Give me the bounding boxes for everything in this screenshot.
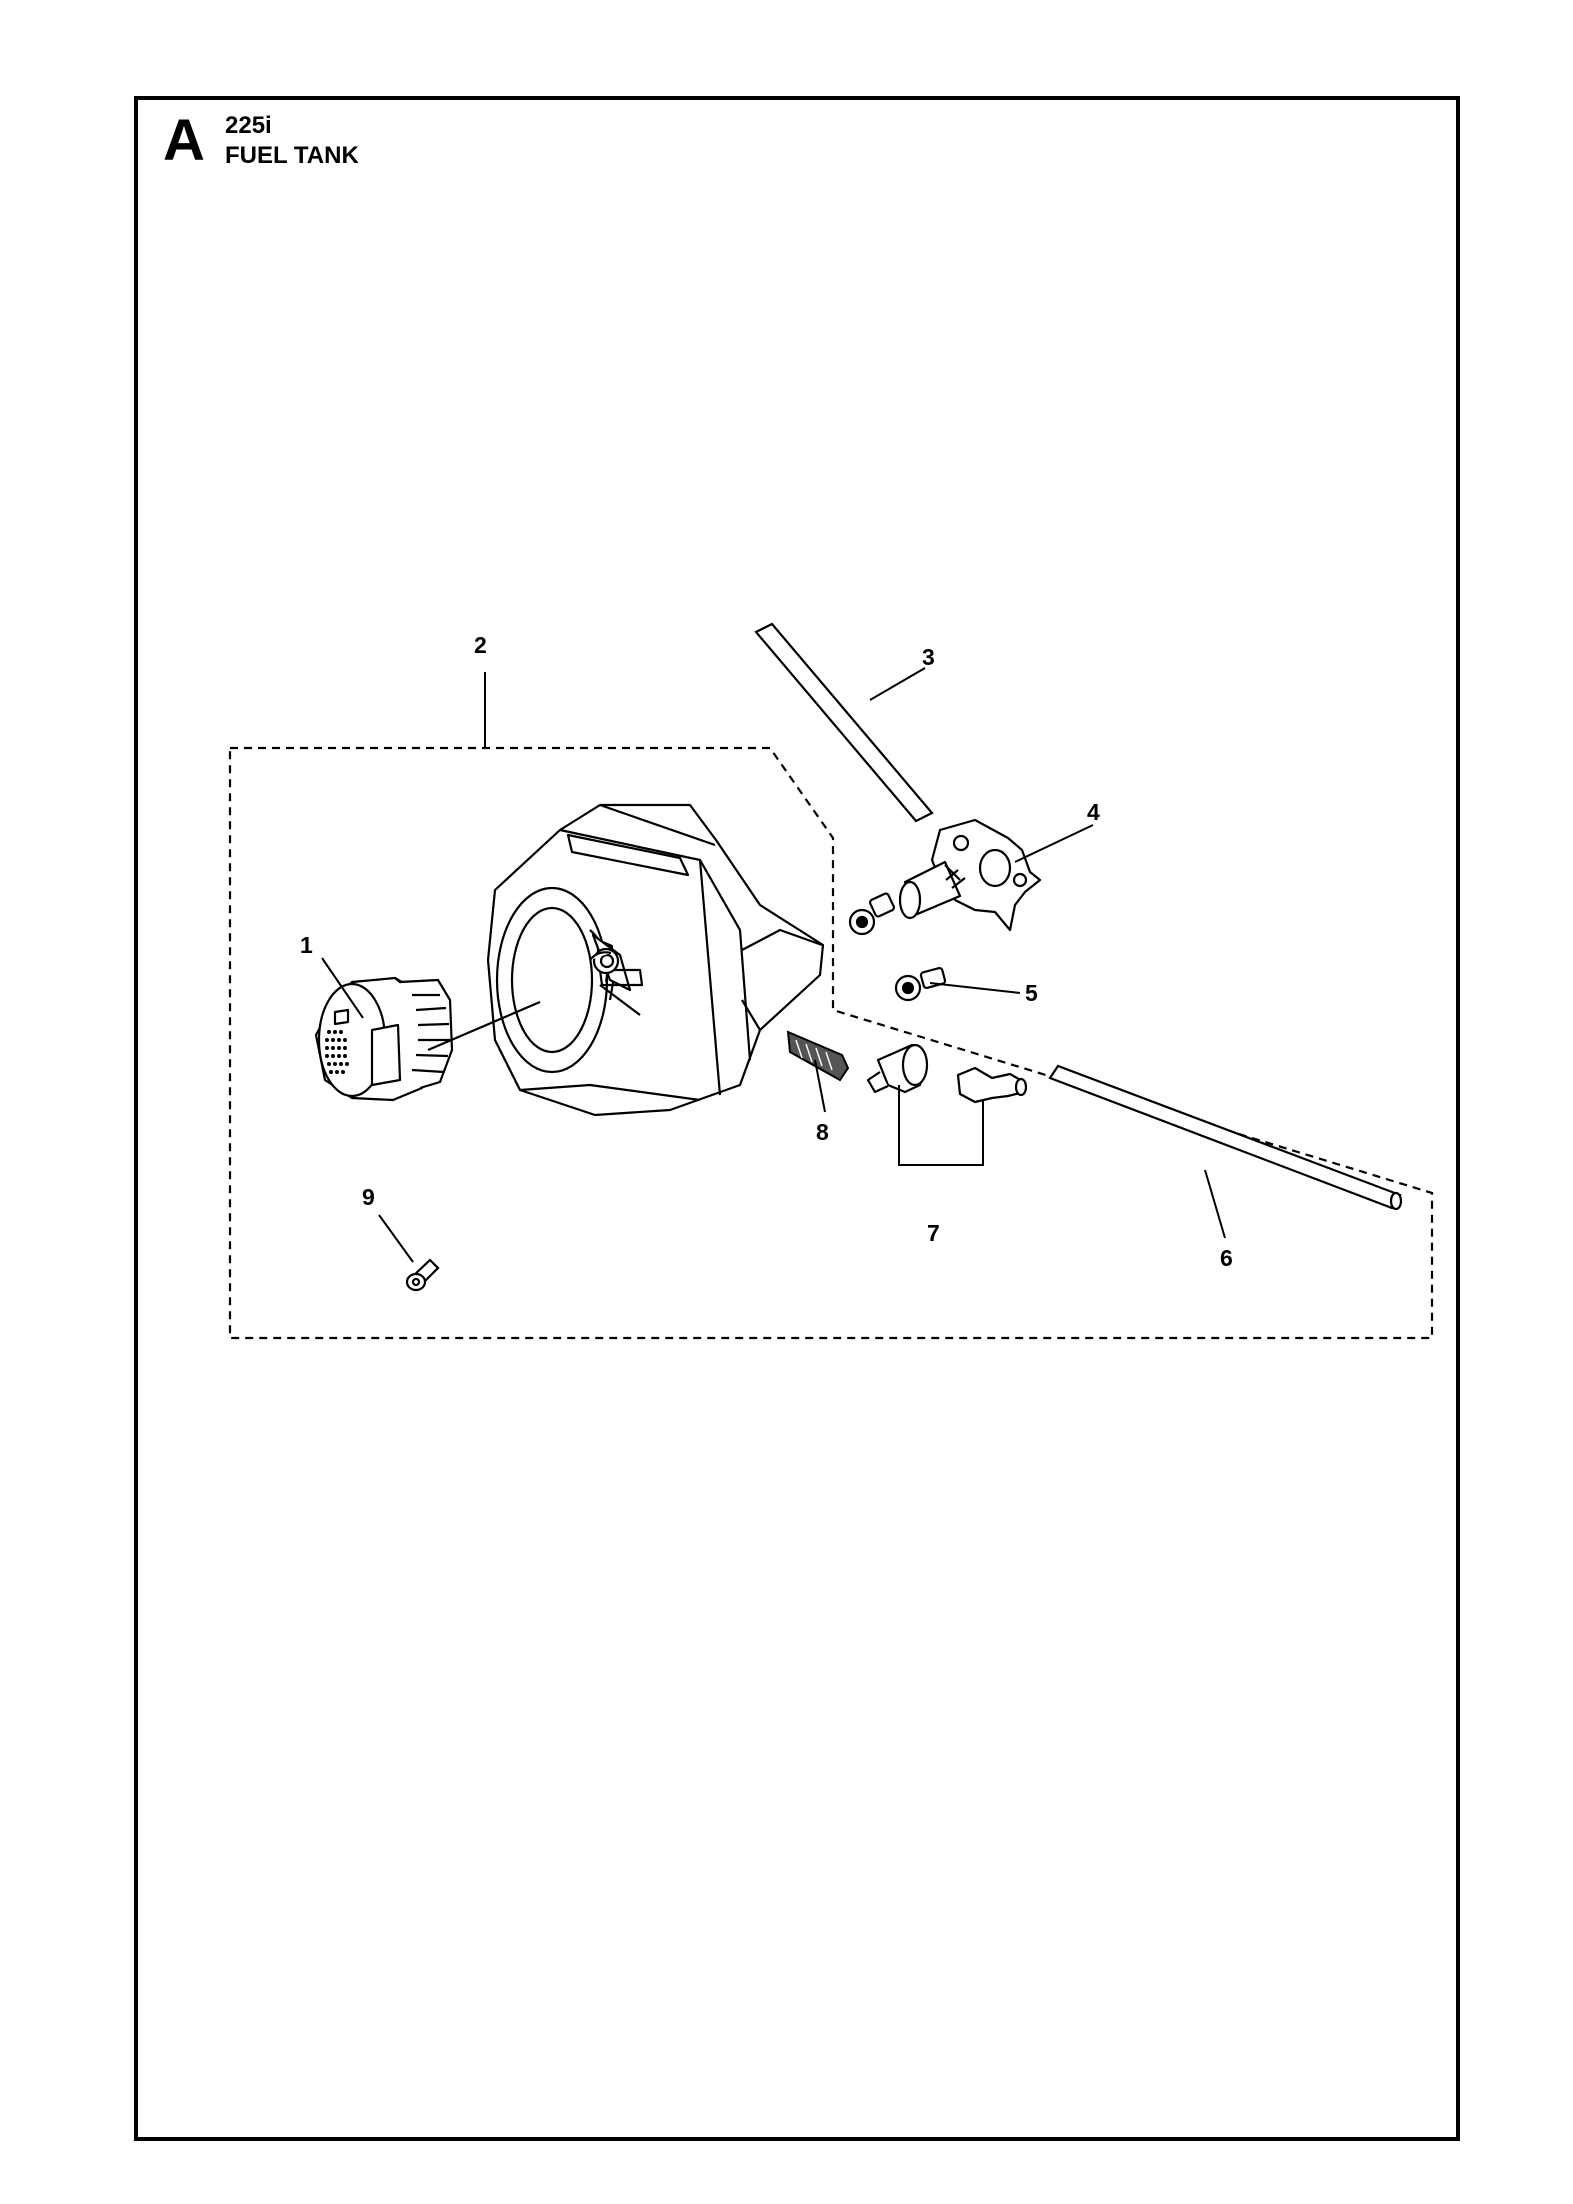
screw-icon [848, 892, 947, 1002]
callout-8: 8 [816, 1119, 829, 1145]
fuel-cap-icon [314, 976, 541, 1102]
fuel-filter-icon [786, 1030, 850, 1082]
section-letter: A [163, 108, 205, 173]
callout-3: 3 [922, 644, 935, 670]
page-title: FUEL TANK [225, 142, 359, 169]
callout-5: 5 [1025, 980, 1038, 1006]
callout-7: 7 [927, 1220, 940, 1246]
callout-4: 4 [1087, 799, 1100, 825]
nipple-fitting-icon [866, 1043, 1028, 1104]
callout-6: 6 [1220, 1245, 1233, 1271]
callout-2: 2 [474, 632, 487, 658]
hose-icon [1048, 1064, 1403, 1211]
fuel-tank-icon [486, 803, 825, 1117]
plug-icon [405, 1258, 440, 1292]
callout-1: 1 [300, 932, 313, 958]
fuel-pump-bracket-icon [898, 818, 1042, 932]
callout-9: 9 [362, 1184, 375, 1210]
hose-icon [754, 622, 934, 823]
leader-lines [321, 667, 1226, 1263]
page-frame [134, 96, 1460, 2141]
model-name: 225i [225, 112, 272, 139]
